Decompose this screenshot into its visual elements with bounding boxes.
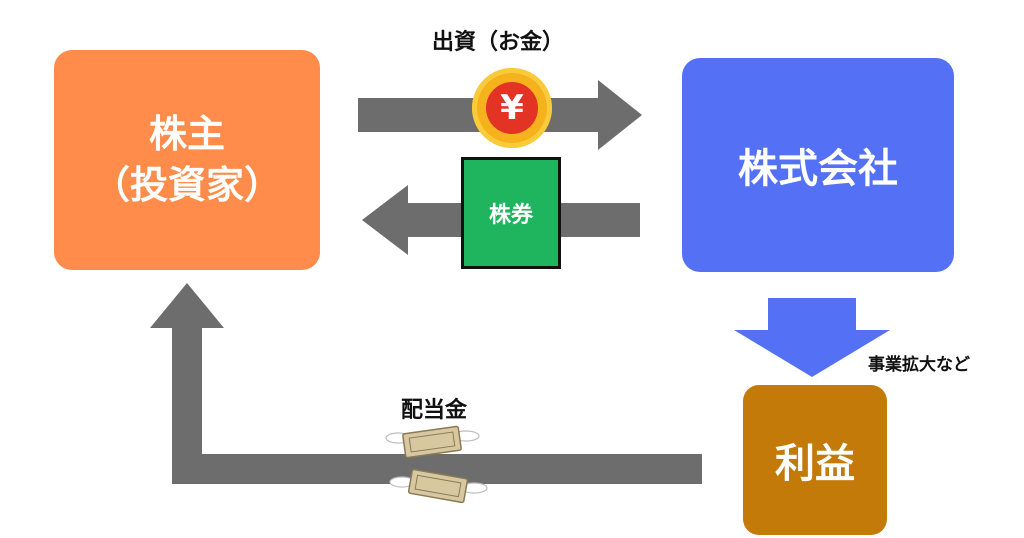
profit-label: 利益 <box>775 441 855 487</box>
shareholder-label: 株主 <box>148 111 225 156</box>
expansion-arrow <box>734 298 890 377</box>
company-label: 株式会社 <box>738 146 898 192</box>
stock-certificate-icon: 株券 <box>461 157 561 269</box>
dividend-arrow <box>150 283 702 484</box>
flying-money-icon <box>389 468 488 504</box>
yen-coin-icon: ¥ <box>472 68 552 148</box>
dividend-label: 配当金 <box>401 398 468 423</box>
yen-symbol: ¥ <box>486 82 538 134</box>
investment-label: 出資（お金） <box>432 30 565 55</box>
shareholder-sublabel: （投資家） <box>91 163 282 207</box>
flying-money-icon <box>385 425 480 459</box>
shareholder-node: 株主 （投資家） <box>54 50 320 270</box>
expansion-label: 事業拡大など <box>868 355 970 375</box>
company-node: 株式会社 <box>682 58 954 272</box>
stock-label: 株券 <box>488 203 533 228</box>
profit-node: 利益 <box>743 385 887 535</box>
